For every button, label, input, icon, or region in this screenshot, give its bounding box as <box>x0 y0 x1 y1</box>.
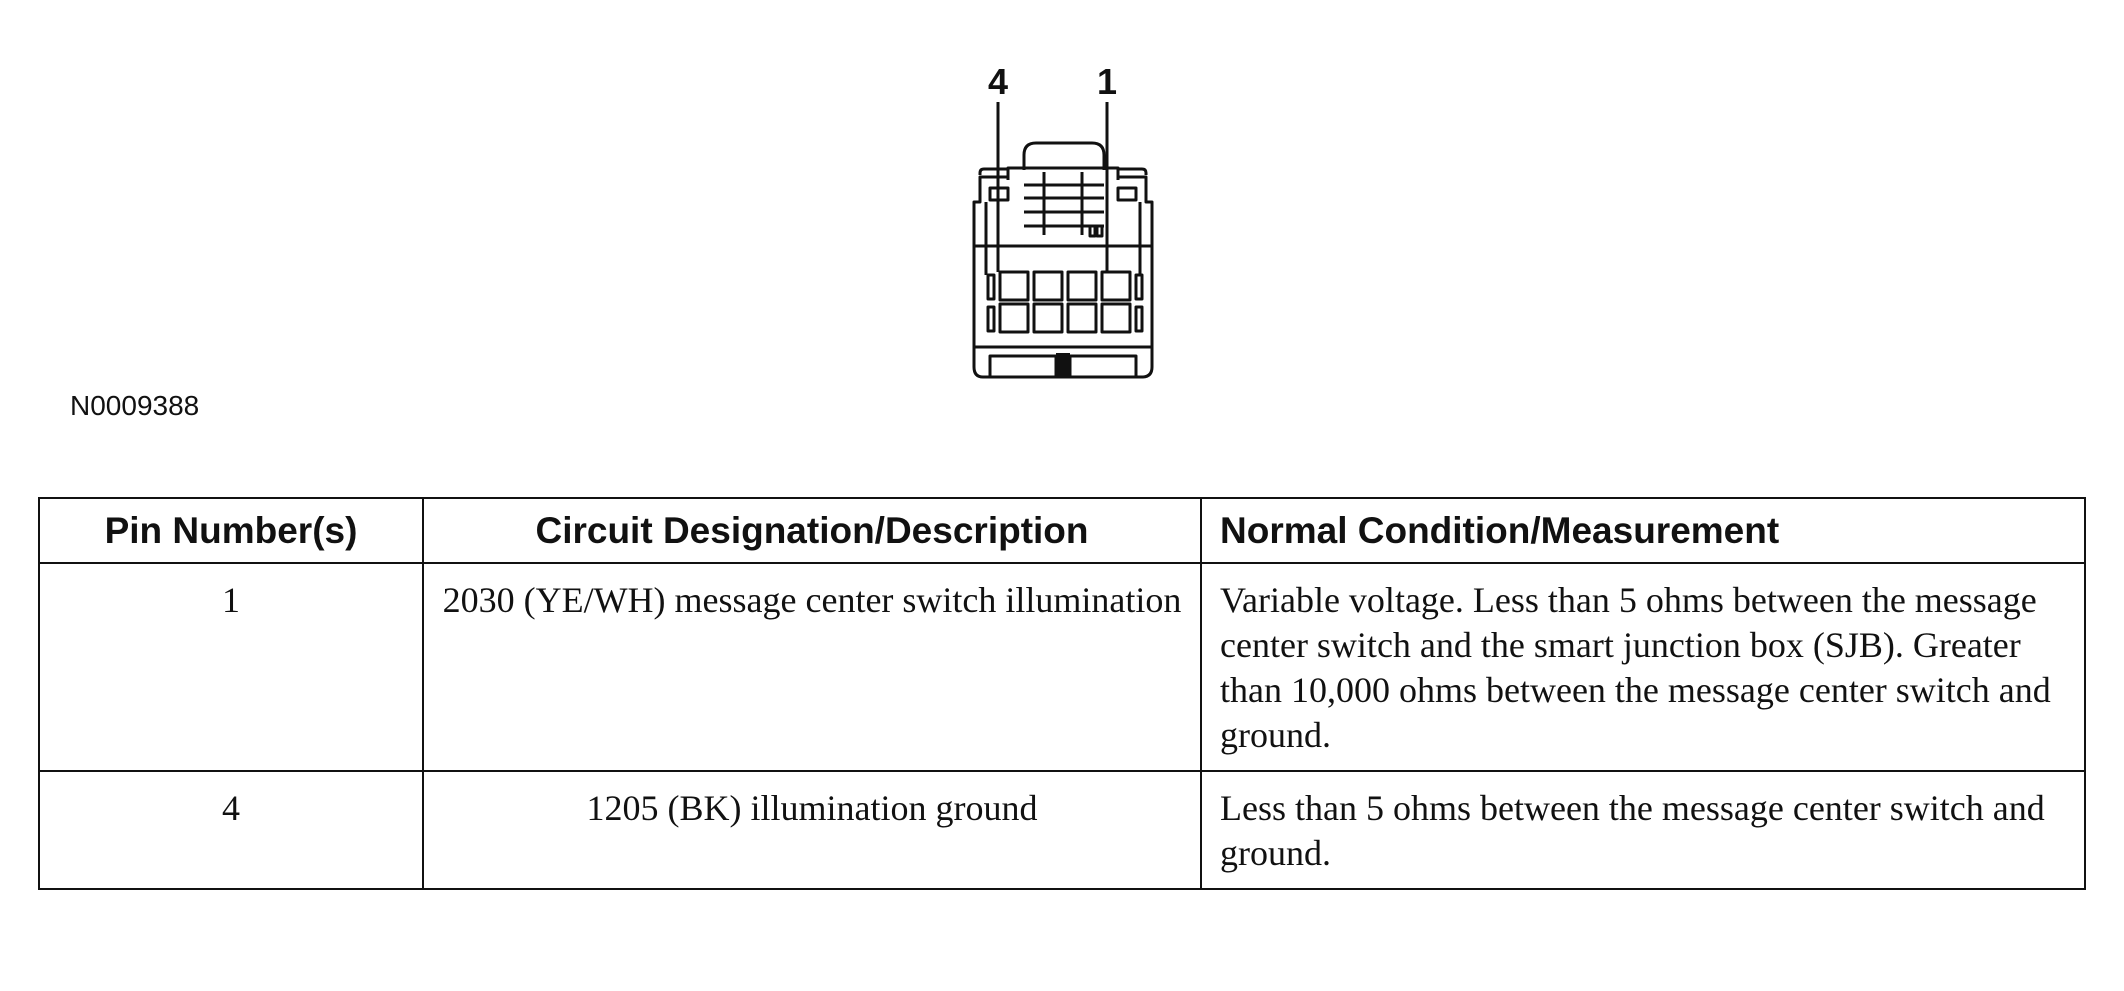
cell-pin-number: 4 <box>38 770 424 890</box>
header-pin-numbers: Pin Number(s) <box>38 497 424 564</box>
header-circuit-designation: Circuit Designation/Description <box>422 497 1202 564</box>
pinout-table: Pin Number(s) Circuit Designation/Descri… <box>38 497 2086 890</box>
table-header-row: Pin Number(s) Circuit Designation/Descri… <box>38 497 2086 564</box>
cell-normal-condition: Less than 5 ohms between the message cen… <box>1200 770 2086 890</box>
connector-key-slot <box>1056 353 1070 377</box>
figure-id: N0009388 <box>70 390 200 421</box>
pin-leader-lines <box>996 102 1109 272</box>
cell-circuit-description: 1205 (BK) illumination ground <box>422 770 1202 890</box>
table-row: 1 2030 (YE/WH) message center switch ill… <box>38 562 2086 772</box>
header-normal-condition: Normal Condition/Measurement <box>1200 497 2086 564</box>
pin-label-1: 1 <box>1097 61 1117 102</box>
table-row: 4 1205 (BK) illumination ground Less tha… <box>38 770 2086 890</box>
cell-pin-number: 1 <box>38 562 424 772</box>
pin-label-4: 4 <box>988 61 1008 102</box>
cell-normal-condition: Variable voltage. Less than 5 ohms betwe… <box>1200 562 2086 772</box>
connector-diagram: 4 1 <box>950 60 1180 390</box>
connector-housing <box>972 141 1154 379</box>
connector-face-drawing: 4 1 <box>972 61 1154 379</box>
cell-circuit-description: 2030 (YE/WH) message center switch illum… <box>422 562 1202 772</box>
